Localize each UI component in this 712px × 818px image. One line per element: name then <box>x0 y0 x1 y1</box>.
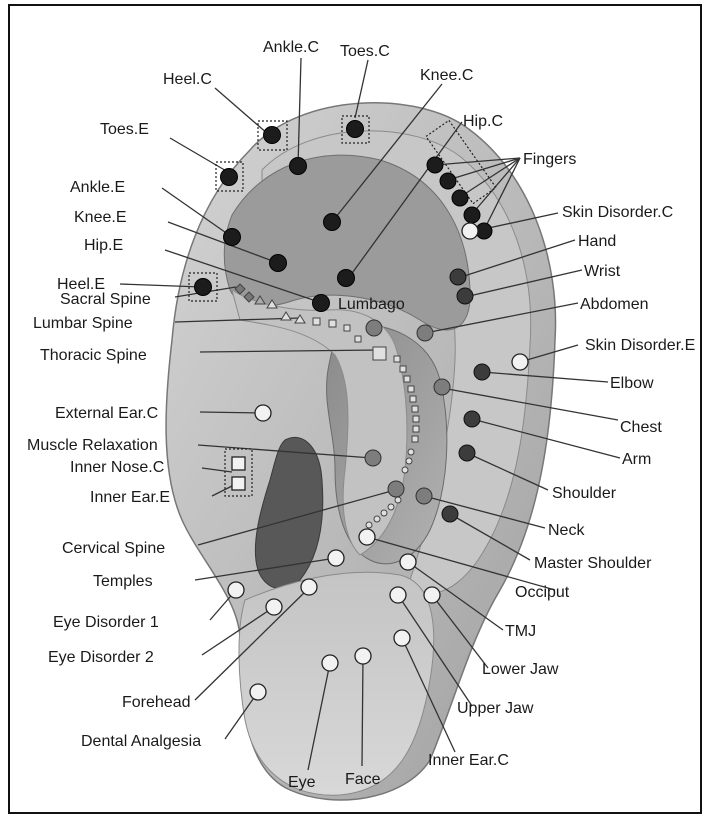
eye-disorder-2-point <box>266 599 282 615</box>
label-abdomen: Abdomen <box>580 296 649 313</box>
label-skin-disorder-e: Skin Disorder.E <box>585 337 695 354</box>
sacral-lumbar-point <box>366 320 382 336</box>
label-muscle-relaxation: Muscle Relaxation <box>27 437 158 454</box>
label-upper-jaw: Upper Jaw <box>457 700 534 717</box>
master-shoulder-point <box>442 506 458 522</box>
label-occiput: Occiput <box>515 584 570 601</box>
finger-point-4 <box>464 207 480 223</box>
wrist-point <box>457 288 473 304</box>
inner-ear-e-point <box>232 477 245 490</box>
label-external-ear-c: External Ear.C <box>55 405 158 422</box>
label-hip-c: Hip.C <box>463 113 503 130</box>
label-thoracic-spine: Thoracic Spine <box>40 347 147 364</box>
label-skin-disorder-c: Skin Disorder.C <box>562 204 673 221</box>
finger-point-1 <box>427 157 443 173</box>
forehead-point <box>301 579 317 595</box>
label-sacral-spine: Sacral Spine <box>60 291 151 308</box>
eye-point <box>322 655 338 671</box>
temples-point <box>328 550 344 566</box>
upper-jaw-point <box>390 587 406 603</box>
label-knee-e: Knee.E <box>74 209 126 226</box>
label-arm: Arm <box>622 451 651 468</box>
label-inner-nose-c: Inner Nose.C <box>70 459 164 476</box>
label-hand: Hand <box>578 233 616 250</box>
label-forehead: Forehead <box>122 694 191 711</box>
label-cervical-spine: Cervical Spine <box>62 540 165 557</box>
ankle-c-point <box>290 158 307 175</box>
dental-analgesia-point <box>250 684 266 700</box>
label-inner-ear-c: Inner Ear.C <box>428 752 509 769</box>
label-chest: Chest <box>620 419 662 436</box>
knee-e-point <box>270 255 287 272</box>
label-inner-ear-e: Inner Ear.E <box>90 489 170 506</box>
cervical-spine-point <box>388 481 404 497</box>
label-master-shoulder: Master Shoulder <box>534 555 652 572</box>
label-hip-e: Hip.E <box>84 237 123 254</box>
external-ear-c-point <box>255 405 271 421</box>
occiput-point <box>359 529 375 545</box>
label-ankle-e: Ankle.E <box>70 179 125 196</box>
label-temples: Temples <box>93 573 153 590</box>
muscle-relaxation-point <box>365 450 381 466</box>
finger-point-3 <box>452 190 468 206</box>
chest-point <box>434 379 450 395</box>
label-heel-c: Heel.C <box>163 71 212 88</box>
neck-point <box>416 488 432 504</box>
label-shoulder: Shoulder <box>552 485 617 502</box>
label-tmj: TMJ <box>505 623 536 640</box>
eye-disorder-1-point <box>228 582 244 598</box>
finger-point-2 <box>440 173 456 189</box>
heel-e-point <box>195 279 212 296</box>
inner-nose-c-point <box>232 457 245 470</box>
label-eye: Eye <box>288 774 316 791</box>
label-lumbar-spine: Lumbar Spine <box>33 315 133 332</box>
elbow-point <box>474 364 490 380</box>
label-lower-jaw: Lower Jaw <box>482 661 559 678</box>
toes-c-point <box>347 121 364 138</box>
label-lumbago: Lumbago <box>338 296 405 313</box>
label-neck: Neck <box>548 522 585 539</box>
skin-disorder-e-point <box>512 354 528 370</box>
label-eye-disorder-2: Eye Disorder 2 <box>48 649 154 666</box>
inner-ear-c-point <box>394 630 410 646</box>
label-eye-disorder-1: Eye Disorder 1 <box>53 614 159 631</box>
label-toes-e: Toes.E <box>100 121 149 138</box>
arm-point <box>464 411 480 427</box>
label-toes-c: Toes.C <box>340 43 390 60</box>
label-face: Face <box>345 771 381 788</box>
face-point <box>355 648 371 664</box>
label-wrist: Wrist <box>584 263 621 280</box>
lumbago-point <box>313 295 330 312</box>
ankle-e-point <box>224 229 241 246</box>
toes-e-point <box>221 169 238 186</box>
label-fingers: Fingers <box>523 151 576 168</box>
label-dental-analgesia: Dental Analgesia <box>81 733 201 750</box>
skin-disorder-c-point <box>462 223 478 239</box>
label-ankle-c: Ankle.C <box>263 39 319 56</box>
label-knee-c: Knee.C <box>420 67 473 84</box>
heel-c-point <box>264 127 281 144</box>
hip-c-point <box>338 270 355 287</box>
shoulder-point <box>459 445 475 461</box>
lower-jaw-point <box>424 587 440 603</box>
label-elbow: Elbow <box>610 375 654 392</box>
knee-c-point <box>324 214 341 231</box>
tmj-point <box>400 554 416 570</box>
hand-point <box>450 269 466 285</box>
abdomen-point <box>417 325 433 341</box>
